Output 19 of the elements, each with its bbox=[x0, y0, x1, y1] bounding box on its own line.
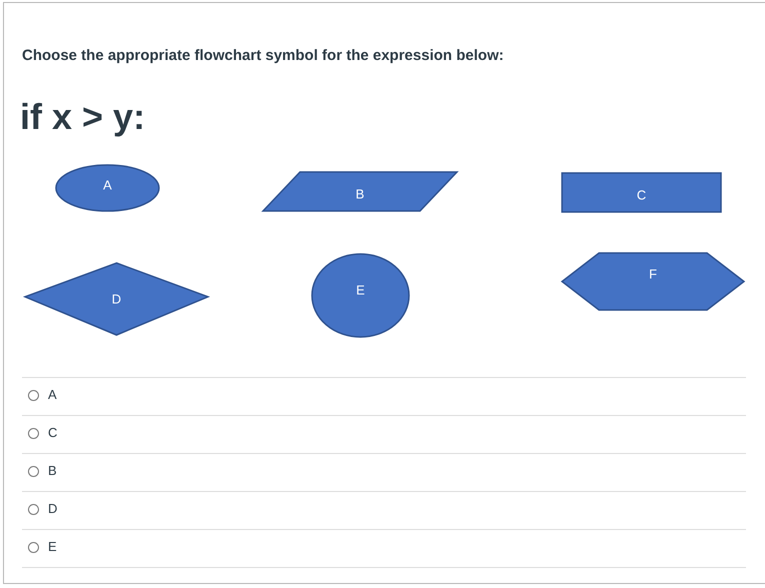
shape-label: C bbox=[636, 187, 646, 202]
option-text: B bbox=[48, 463, 57, 478]
rectangle-shape bbox=[561, 172, 722, 213]
shape-label: D bbox=[112, 292, 122, 306]
ellipse-shape bbox=[55, 164, 160, 212]
hexagon-shape bbox=[561, 252, 745, 311]
option-text: A bbox=[48, 387, 57, 402]
shape-label: A bbox=[103, 177, 112, 192]
question-text: Choose the appropriate flowchart symbol for the expression below: bbox=[22, 47, 504, 64]
circle-shape bbox=[311, 253, 410, 338]
shape-label: F bbox=[649, 266, 657, 282]
parallelogram-shape bbox=[262, 171, 458, 212]
diamond-shape bbox=[24, 262, 209, 336]
shape-label: E bbox=[356, 282, 365, 298]
option-text: C bbox=[48, 425, 58, 440]
shape-label: B bbox=[356, 186, 364, 202]
option-text: E bbox=[48, 539, 57, 554]
code-expression: if x > y: bbox=[20, 96, 146, 138]
option-text: D bbox=[48, 501, 58, 516]
